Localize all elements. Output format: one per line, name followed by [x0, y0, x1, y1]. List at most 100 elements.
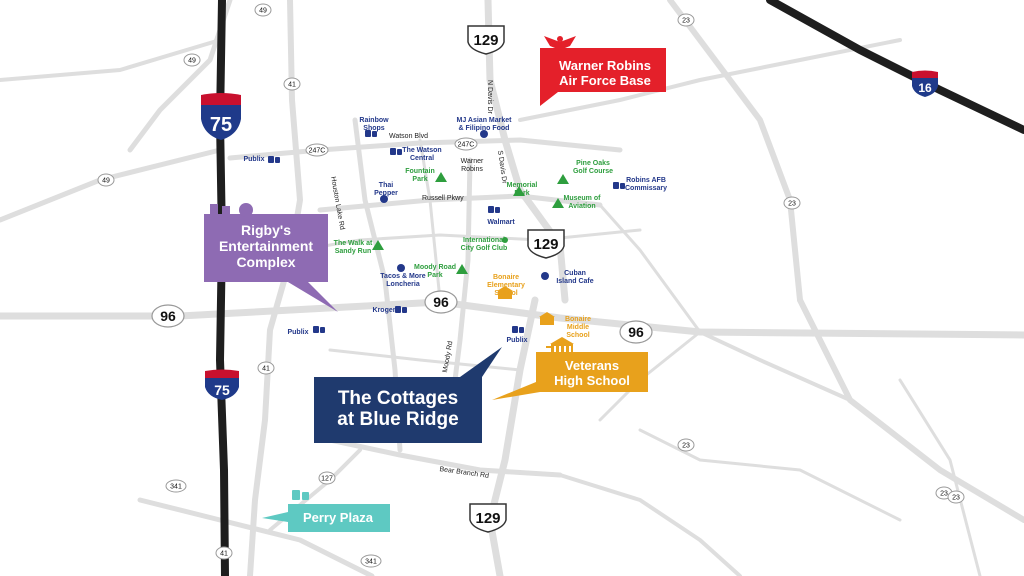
sr49-marker-b: 49	[183, 53, 201, 67]
sr41-marker-c: 41	[215, 546, 233, 560]
shopping-bag-icon	[512, 326, 524, 333]
poi-pine-oaks-golf[interactable]: Pine Oaks Golf Course	[572, 160, 614, 175]
shopping-bag-icon	[365, 130, 377, 137]
poi-museum-of-aviation[interactable]: Museum of Aviation	[563, 195, 601, 210]
callout-warner-robins-afb-shape	[540, 36, 666, 106]
road-local-5	[638, 428, 902, 522]
svg-text:49: 49	[259, 8, 267, 15]
poi-publix-3[interactable]: Publix	[506, 337, 528, 344]
svg-text:247C: 247C	[458, 142, 475, 149]
poi-thai-pepper[interactable]: Thai Pepper	[374, 182, 398, 197]
svg-text:23: 23	[940, 491, 948, 498]
road-east-link	[698, 330, 852, 402]
road-local-7	[898, 378, 982, 576]
road-south-east	[558, 473, 742, 576]
callout-perry-plaza[interactable]: Perry Plaza	[302, 510, 374, 525]
svg-text:23: 23	[682, 443, 690, 450]
shopping-bag-icon	[395, 306, 407, 313]
poi-fountain-park[interactable]: Fountain Park	[405, 168, 435, 183]
road-us129-south	[486, 296, 539, 576]
us129-shield-bottom-number: 129	[475, 510, 500, 527]
sr23-marker-e: 23	[947, 490, 965, 504]
poi-cuban-island-cafe[interactable]: Cuban Island Cafe	[556, 270, 594, 285]
road-bear-branch	[327, 437, 563, 478]
poi-watson-central[interactable]: The Watson Central	[402, 147, 442, 162]
poi-bonaire-elementary[interactable]: Bonaire Elementary School	[487, 274, 525, 297]
callout-perry-plaza-shape	[262, 490, 390, 532]
i16-shield: 16	[910, 70, 940, 98]
road-sr23-south	[797, 297, 1024, 523]
poi-walk-sandy-run[interactable]: The Walk at Sandy Run	[333, 240, 373, 255]
callout-cottages-at-blue-ridge[interactable]: The Cottages at Blue Ridge	[337, 388, 459, 430]
callout-rigbys-entertainment[interactable]: Rigby's Entertainment Complex	[218, 222, 314, 270]
us129-shield-top-number: 129	[473, 32, 498, 49]
svg-text:96: 96	[160, 308, 176, 324]
tree-icon	[372, 240, 384, 250]
city-label-warner-robins: Warner Robins	[460, 158, 484, 173]
sr341-marker-b: 341	[360, 554, 382, 568]
i75-shield-top-number: 75	[210, 114, 232, 136]
poi-walmart[interactable]: Walmart	[487, 219, 515, 226]
shopping-bag-icon	[268, 156, 280, 163]
i75-shield-top: 75	[198, 93, 244, 141]
us-route-shield-icon: 129	[469, 503, 507, 533]
sr41-marker-a: 41	[283, 77, 301, 91]
poi-publix-2[interactable]: Publix	[287, 329, 309, 336]
poi-mj-asian-market[interactable]: MJ Asian Market & Filipino Food	[456, 117, 512, 132]
road-sr341	[137, 497, 375, 576]
road-russell	[317, 193, 603, 213]
shopping-bag-icon	[613, 182, 625, 189]
entertainment-icons	[210, 203, 253, 217]
poi-international-city-golf[interactable]: International City Golf Club	[460, 237, 508, 252]
us129-shield-mid: 129	[524, 228, 568, 260]
sr49-marker-a: 49	[254, 3, 272, 17]
road-north-west	[0, 38, 222, 82]
sr127-marker: 127	[318, 471, 336, 485]
svg-text:49: 49	[102, 178, 110, 185]
callout-warner-robins-afb[interactable]: Warner Robins Air Force Base	[559, 58, 651, 88]
tree-icon	[435, 172, 447, 182]
i16-shield-number: 16	[918, 81, 932, 95]
sr23-marker-a: 23	[677, 13, 695, 27]
restaurant-plate-icon	[480, 130, 488, 138]
callout-cottages-shape	[314, 347, 502, 443]
svg-text:41: 41	[220, 551, 228, 558]
road-local-1	[298, 228, 642, 252]
sr247c-marker-a: 247C	[305, 143, 329, 157]
shopping-bag-icon	[488, 206, 500, 213]
svg-text:41: 41	[262, 366, 270, 373]
sr96-marker-c: 96	[619, 320, 653, 344]
callout-veterans-high-school[interactable]: Veterans High School	[554, 358, 630, 388]
svg-text:41: 41	[288, 82, 296, 89]
svg-text:96: 96	[433, 294, 449, 310]
us-route-shield-icon: 129	[467, 25, 505, 55]
restaurant-plate-icon	[380, 195, 388, 203]
poi-rainbow-shops[interactable]: Rainbow Shops	[359, 117, 389, 132]
sr49-marker-c: 49	[97, 173, 115, 187]
poi-moody-road-park[interactable]: Moody Road Park	[414, 264, 456, 279]
tree-icon	[456, 264, 468, 274]
us129-shield-top: 129	[464, 24, 508, 56]
sr23-marker-c: 23	[677, 438, 695, 452]
school-building-icon	[497, 286, 513, 299]
sr23-marker-b: 23	[783, 196, 801, 210]
i75-shield-bottom-number: 75	[214, 382, 230, 398]
sr41-marker-b: 41	[257, 361, 275, 375]
poi-memorial-park[interactable]: Memorial Park	[506, 182, 538, 197]
road-east-west-north	[518, 38, 902, 122]
callout-rigbys-shape	[204, 203, 338, 312]
shopping-bag-icon	[313, 326, 325, 333]
poi-tacos-more-loncheria[interactable]: Tacos & More Loncheria	[380, 273, 426, 288]
us129-shield-bottom: 129	[466, 502, 510, 534]
poi-publix-1[interactable]: Publix	[243, 156, 265, 163]
poi-bonaire-middle[interactable]: Bonaire Middle School	[564, 316, 592, 339]
road-label-watson-blvd: Watson Blvd	[389, 133, 429, 140]
svg-text:127: 127	[321, 476, 333, 483]
golf-flag-icon	[502, 237, 508, 243]
interstate-shield-icon: 16	[912, 70, 938, 97]
poi-robins-commissary[interactable]: Robins AFB Commissary	[624, 177, 668, 192]
poi-kroger[interactable]: Kroger	[372, 307, 396, 314]
road-local-3	[598, 203, 702, 334]
